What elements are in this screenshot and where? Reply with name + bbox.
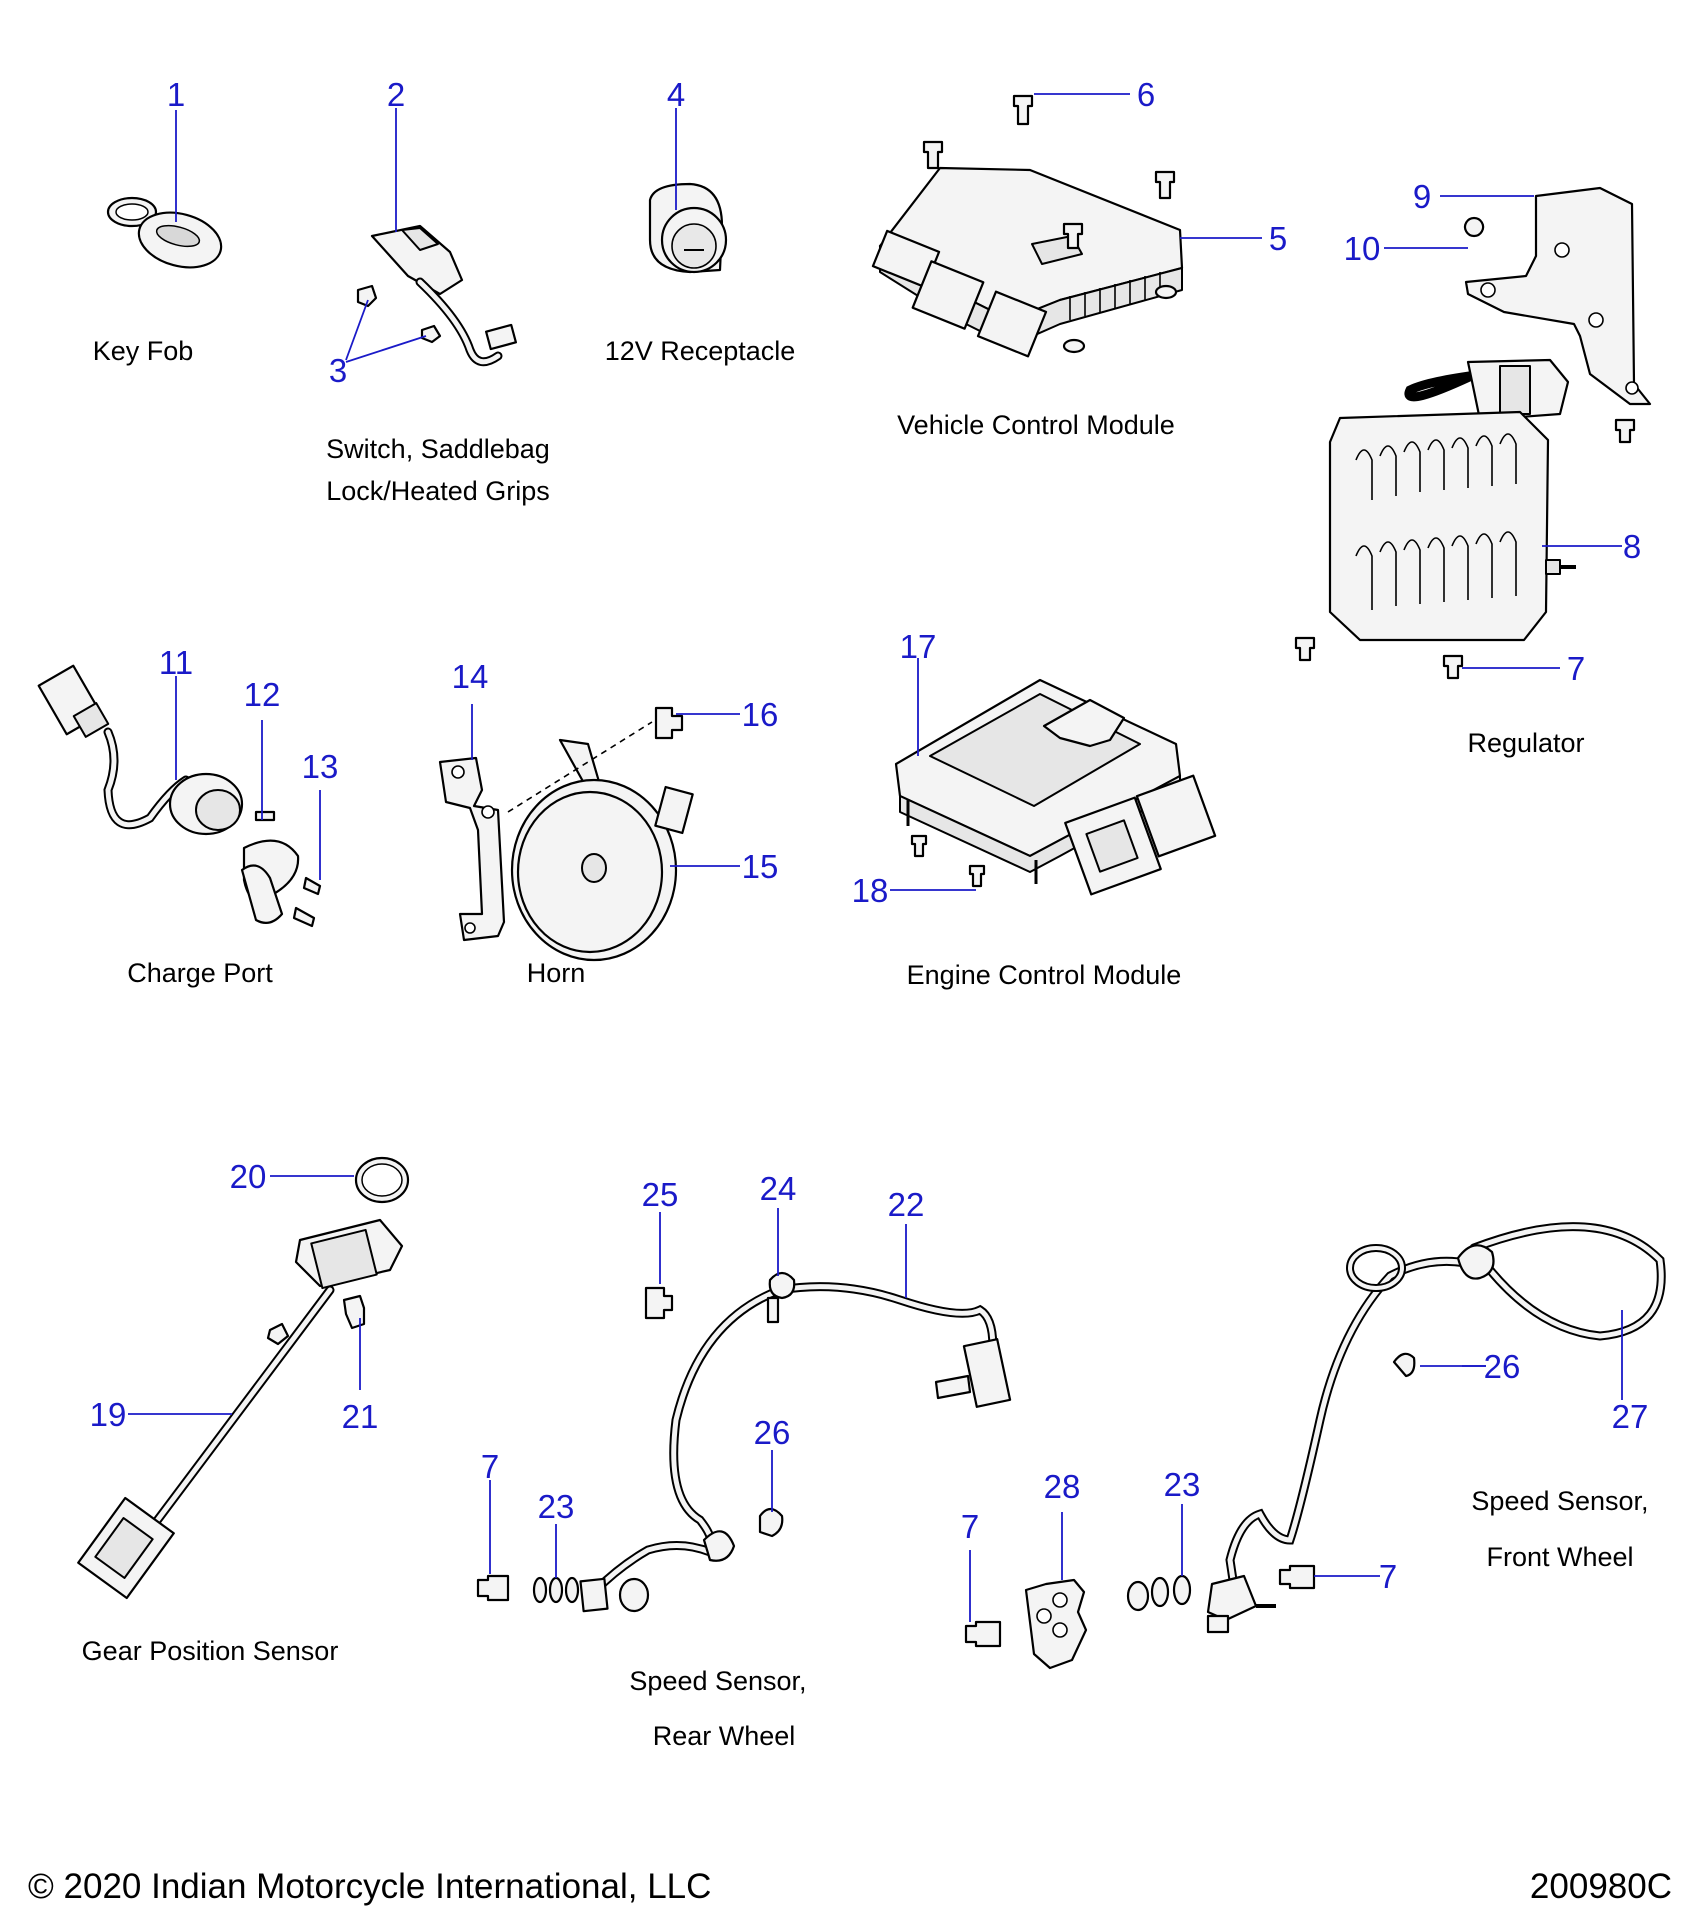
- callout-10: 10: [1344, 230, 1381, 267]
- callout-21: 21: [342, 1398, 379, 1435]
- copyright-notice: © 2020 Indian Motorcycle International, …: [28, 1867, 711, 1906]
- callout-26-rear: 26: [754, 1414, 791, 1451]
- caption-front-speed-line2: Front Wheel: [1486, 1542, 1633, 1572]
- callout-7-regulator: 7: [1567, 650, 1585, 687]
- caption-vehicle-control-module: Vehicle Control Module: [897, 410, 1175, 440]
- caption-engine-control-module: Engine Control Module: [907, 960, 1182, 990]
- callout-7-front-left: 7: [961, 1508, 979, 1545]
- callout-26-front: 26: [1484, 1348, 1521, 1385]
- caption-switch-line2: Lock/Heated Grips: [326, 476, 550, 506]
- callout-2: 2: [387, 76, 405, 113]
- callout-18: 18: [852, 872, 889, 909]
- front-speed-sensor-part: [1206, 1222, 1666, 1634]
- caption-gear-position-sensor: Gear Position Sensor: [82, 1636, 339, 1666]
- caption-rear-speed-line1: Speed Sensor,: [629, 1666, 806, 1696]
- callout-27: 27: [1612, 1398, 1649, 1435]
- callout-13: 13: [302, 748, 339, 785]
- engine-control-module-part: [894, 678, 1217, 896]
- callout-14: 14: [452, 658, 489, 695]
- callout-4: 4: [667, 76, 685, 113]
- callout-24: 24: [760, 1170, 797, 1207]
- callout-9: 9: [1413, 178, 1431, 215]
- callout-17: 17: [900, 628, 937, 665]
- callout-5: 5: [1269, 220, 1287, 257]
- callout-23-rear: 23: [538, 1488, 575, 1525]
- callout-23-front: 23: [1164, 1466, 1201, 1503]
- caption-switch-line1: Switch, Saddlebag: [326, 434, 550, 464]
- caption-front-speed-line1: Speed Sensor,: [1471, 1486, 1648, 1516]
- caption-rear-speed-line2: Rear Wheel: [653, 1721, 796, 1751]
- 12v-receptacle-part: [648, 182, 728, 274]
- callout-16: 16: [742, 696, 779, 733]
- caption-12v-receptacle: 12V Receptacle: [605, 336, 796, 366]
- horn-part: [507, 706, 694, 962]
- front-sensor-hardware: [964, 1564, 1316, 1670]
- callout-3: 3: [329, 352, 347, 389]
- key-fob-part: [106, 196, 223, 269]
- vcm-screw-6: [922, 94, 1176, 250]
- callout-25: 25: [642, 1176, 679, 1213]
- rear-sensor-hardware: [476, 1286, 784, 1604]
- callout-8: 8: [1623, 528, 1641, 565]
- callout-20: 20: [230, 1158, 267, 1195]
- drawing-number: 200980C: [1530, 1867, 1672, 1906]
- rear-speed-sensor-part: [579, 1271, 1012, 1613]
- caption-horn: Horn: [527, 958, 586, 988]
- regulator-bracket-part: [1463, 186, 1652, 406]
- caption-charge-port: Charge Port: [127, 958, 273, 988]
- callout-12: 12: [244, 676, 281, 713]
- callout-11: 11: [159, 644, 193, 681]
- gear-position-sensor-part: [77, 1156, 410, 1600]
- caption-regulator: Regulator: [1467, 728, 1584, 758]
- saddlebag-switch-part: [356, 224, 517, 367]
- vehicle-control-module-part: [871, 166, 1184, 358]
- callout-28: 28: [1044, 1468, 1081, 1505]
- charge-port-part: [37, 664, 322, 928]
- callout-6: 6: [1137, 76, 1155, 113]
- callout-7-rear: 7: [481, 1448, 499, 1485]
- caption-key-fob: Key Fob: [93, 336, 194, 366]
- callout-15: 15: [742, 848, 779, 885]
- callout-22: 22: [888, 1186, 925, 1223]
- callout-19: 19: [90, 1396, 127, 1433]
- callout-7-front-right: 7: [1379, 1558, 1397, 1595]
- regulator-part: [1294, 358, 1636, 680]
- callout-1: 1: [167, 76, 185, 113]
- horn-bracket-part: [438, 756, 506, 942]
